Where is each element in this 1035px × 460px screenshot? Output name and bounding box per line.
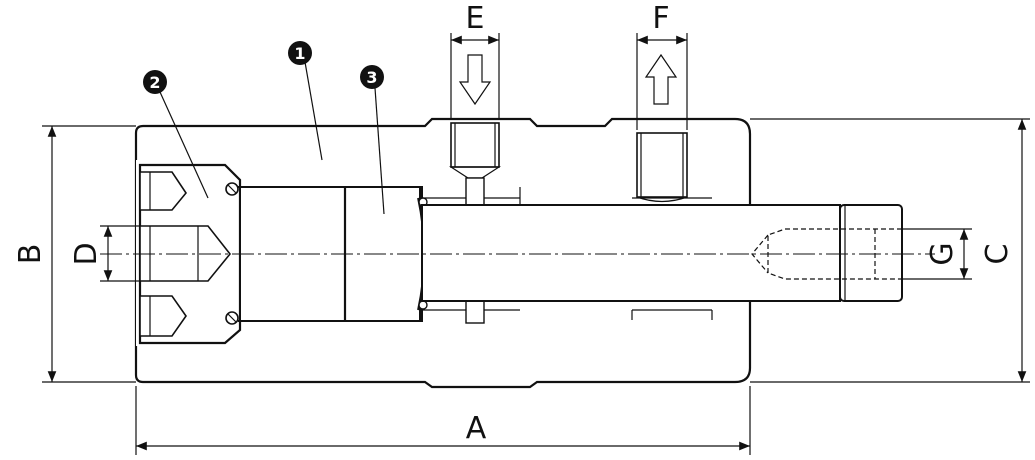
dimension-label-g: G	[925, 242, 960, 265]
callout-2: 2	[143, 70, 209, 199]
callout-2-label: 2	[149, 73, 160, 92]
outlet-arrow-icon	[644, 53, 678, 105]
piston-rod	[239, 186, 903, 322]
dimension-b	[42, 125, 136, 383]
callout-1: 1	[288, 41, 323, 161]
inlet-arrow-icon	[458, 54, 492, 106]
dimension-c	[750, 118, 1030, 383]
dimension-f	[636, 33, 688, 130]
dimension-g	[902, 228, 972, 280]
callout-1-label: 1	[294, 44, 305, 63]
port-f	[636, 132, 688, 203]
dimension-label-e: E	[466, 1, 485, 36]
dimension-a	[135, 386, 751, 455]
dimension-d	[100, 225, 140, 282]
dimension-label-b: B	[13, 244, 48, 265]
callout-3-label: 3	[366, 68, 377, 87]
dimension-label-c: C	[980, 244, 1015, 265]
callout-3: 3	[360, 65, 385, 215]
dimension-e	[450, 33, 500, 118]
dimension-label-f: F	[652, 1, 669, 36]
port-e	[448, 122, 502, 324]
dimension-label-a: A	[466, 411, 487, 446]
dimension-label-d: D	[69, 242, 104, 265]
